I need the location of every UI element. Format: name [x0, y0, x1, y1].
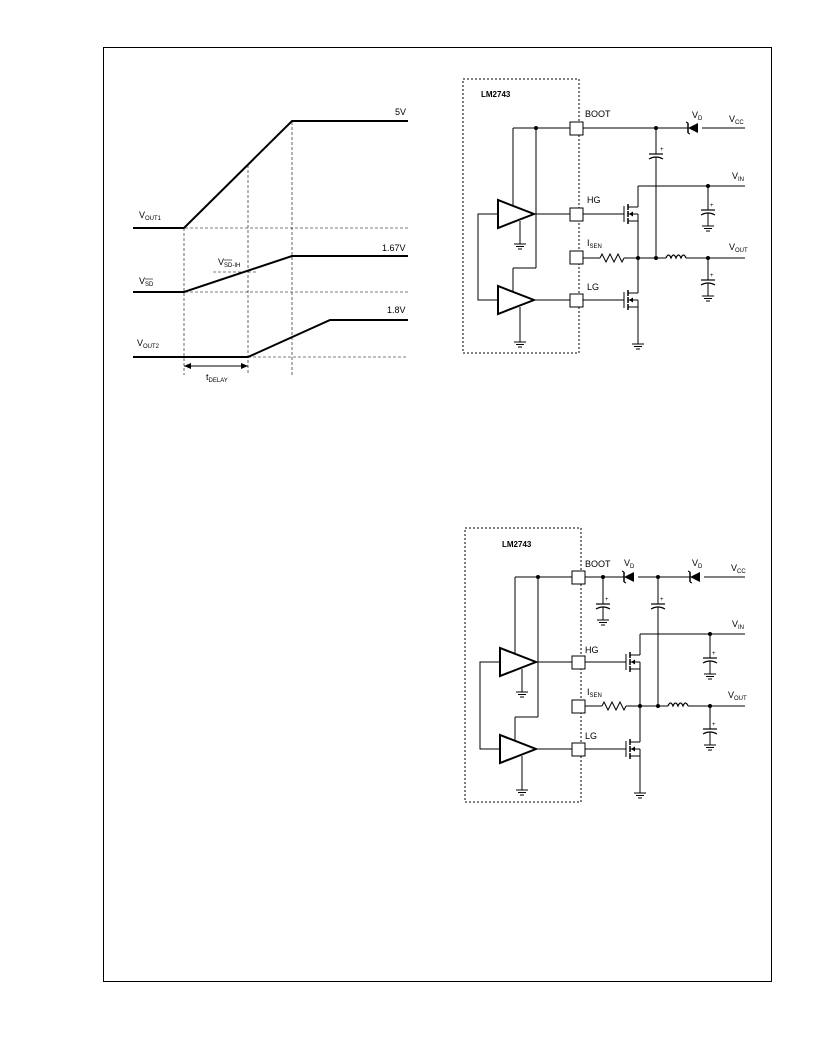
- level-5v-label: 5V: [395, 107, 406, 117]
- page-frame: [103, 47, 772, 982]
- external-wiring-1: [583, 127, 745, 338]
- chip-2-label: LM2743: [502, 540, 532, 549]
- inductor-2: [667, 702, 689, 707]
- plus-sign: +: [712, 651, 716, 657]
- plus-sign: +: [710, 273, 714, 279]
- vd2-label-2: VD: [692, 558, 703, 570]
- lg-pin-2: [571, 742, 586, 757]
- plus-sign: +: [710, 203, 714, 209]
- ls-mosfet-2: [625, 738, 641, 760]
- level-167v-label: 1.67V: [382, 243, 406, 253]
- guide-lines: [183, 122, 408, 375]
- boot-label-2: BOOT: [585, 559, 611, 569]
- boot-pin-1: [569, 121, 584, 136]
- vout-label-1: VOUT: [729, 242, 748, 254]
- isen-pin-2: [571, 699, 586, 714]
- diode-2a: [621, 570, 635, 584]
- drivers-2: [479, 576, 572, 784]
- isen-pin-1: [569, 250, 584, 265]
- boot-pin-2: [571, 570, 586, 585]
- vout1-label: VOUT1: [139, 210, 162, 222]
- lg-label-1: LG: [587, 282, 599, 292]
- hs-mosfet-1: [623, 203, 639, 225]
- boot-label-1: BOOT: [585, 109, 611, 119]
- plus-sign: +: [660, 147, 664, 153]
- isen-label-1: ISEN: [587, 238, 602, 250]
- vd-label-1: VD: [692, 110, 703, 122]
- drivers-1: [477, 127, 570, 336]
- vout2-waveform: [133, 319, 408, 358]
- circuit-2: LM2743 BOOT HG ISEN LG: [464, 527, 747, 803]
- circuit-1: LM2743 BOOT HG ISEN LG: [462, 78, 748, 354]
- plus-sign: +: [605, 597, 609, 603]
- inductor-1: [665, 254, 687, 259]
- plus-sign: +: [712, 722, 716, 728]
- vout2-label: VOUT2: [137, 338, 160, 350]
- hs-mosfet-2: [625, 651, 641, 673]
- tdelay-label: tDELAY: [206, 372, 228, 384]
- timing-diagram: VOUT1 VSD VSD-IH VOUT2 tDELAY 5V 1.67V 1…: [133, 107, 408, 384]
- isen-label-2: ISEN: [587, 687, 602, 699]
- resistor-1: [599, 253, 625, 263]
- chip-1-label: LM2743: [481, 90, 511, 99]
- diode-1: [685, 121, 699, 135]
- vd1-label-2: VD: [624, 558, 635, 570]
- vcc-label-1: VCC: [729, 114, 744, 126]
- vin-label-1: VIN: [732, 171, 744, 183]
- vout-label-2: VOUT: [728, 690, 747, 702]
- hg-pin-2: [571, 655, 586, 670]
- level-18v-label: 1.8V: [387, 305, 406, 315]
- diode-2b: [687, 570, 701, 584]
- ls-mosfet-1: [623, 289, 639, 311]
- hg-label-2: HG: [585, 645, 599, 655]
- resistor-2: [601, 701, 627, 711]
- hg-pin-1: [569, 207, 584, 222]
- vsd-label: VSD: [139, 276, 154, 288]
- lg-label-2: LG: [585, 731, 597, 741]
- vsdih-label: VSD-IH: [218, 257, 240, 269]
- vout1-waveform: [133, 120, 408, 229]
- hg-label-1: HG: [587, 195, 601, 205]
- plus-sign: +: [660, 597, 664, 603]
- tdelay-arrow: [184, 363, 248, 369]
- lg-pin-1: [569, 293, 584, 308]
- vcc-label-2: VCC: [731, 563, 746, 575]
- vin-label-2: VIN: [732, 619, 744, 631]
- vsd-waveform: [133, 255, 408, 293]
